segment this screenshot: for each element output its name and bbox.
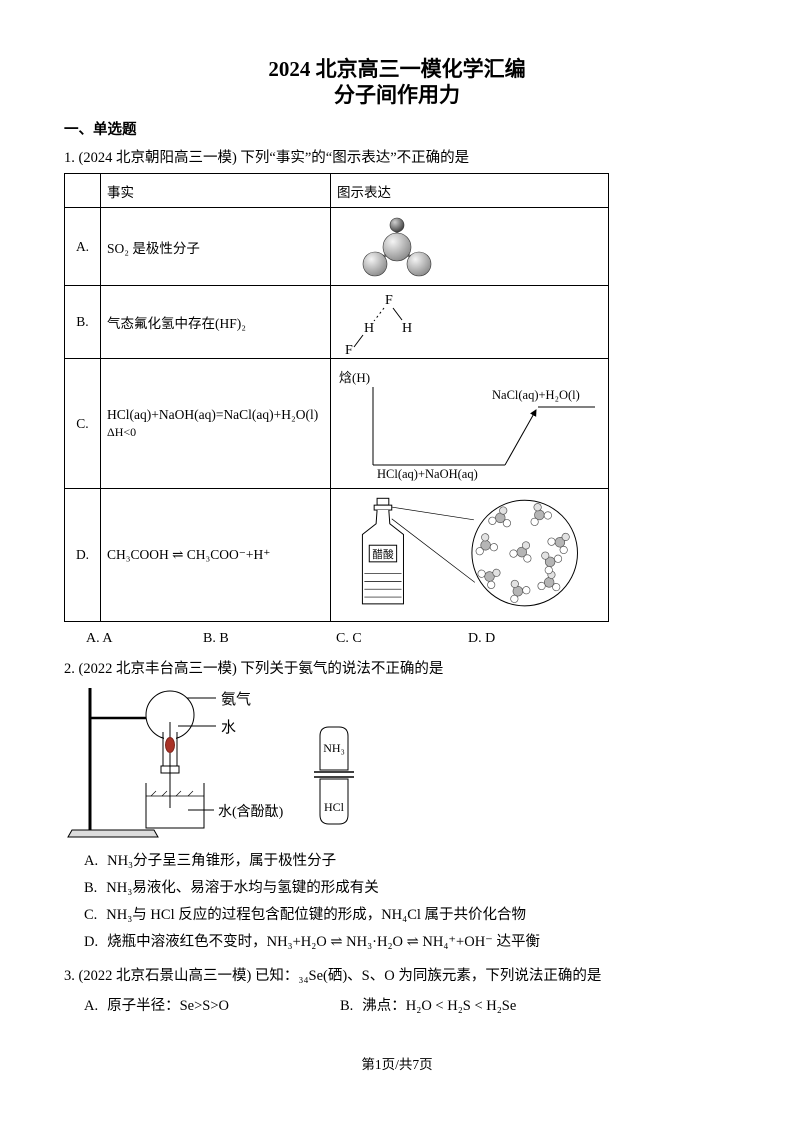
q1-row-d-fact: CH₃COOH ⇌ CH₃COO⁻+H⁺ xyxy=(100,488,331,622)
q3-option-a-label: A. xyxy=(84,998,99,1014)
section-heading: 一、单选题 xyxy=(64,122,137,138)
q2-option-a: A. NH₃分子呈三角锥形，属于极性分子 xyxy=(84,852,730,871)
q2-option-c: C. NH₃与 HCl 反应的过程包含配位键的形成，NH₄Cl 属于共价化合物 xyxy=(84,906,730,925)
doc-title-line1: 2024 北京高三一模化学汇编 xyxy=(268,57,526,81)
hf-f-top-label: F xyxy=(385,293,393,308)
bottle-stopper xyxy=(376,497,390,506)
hf-f-bottom-label: F xyxy=(345,343,353,356)
stand-base xyxy=(67,829,159,838)
q1-row-d-diagram-cell: 醋酸 xyxy=(330,488,609,622)
q1-header-diagram: 图示表达 xyxy=(330,173,609,208)
atom-right xyxy=(406,251,432,276)
q3-option-a-text: 原子半径：Se>S>O xyxy=(107,998,229,1014)
atom-top xyxy=(389,217,405,232)
q3-option-b-text: 沸点：H₂O < H₂S < H₂Se xyxy=(362,998,517,1014)
fountain-apparatus-diagram: 氨气 水 水(含酚酞) xyxy=(67,688,284,838)
magnifier-link-bottom xyxy=(391,518,476,583)
q2-option-c-text: NH₃与 HCl 反应的过程包含配位键的形成，NH₄Cl 属于共价化合物 xyxy=(106,907,527,923)
q1-row-b-label: B. xyxy=(64,285,101,359)
q1-header-fact: 事实 xyxy=(100,173,331,208)
enthalpy-axis-label: 焓(H) xyxy=(339,370,370,385)
bottle-neck-ring xyxy=(373,504,393,511)
beaker-label: 水(含酚酞) xyxy=(218,804,284,820)
q1-row-d: D. CH₃COOH ⇌ CH₃COO⁻+H⁺ xyxy=(64,488,609,622)
hf-bond-line-right xyxy=(392,307,403,321)
q1-row-a-diagram-cell xyxy=(330,207,609,286)
enthalpy-upper-label: NaCl(aq)+H₂O(l) xyxy=(492,388,580,402)
q3-option-a: A. 原子半径：Se>S>O xyxy=(84,994,340,1015)
tube-bottom-label: HCl xyxy=(324,800,345,814)
q2-option-d-label: D. xyxy=(84,934,99,950)
q1-choice-a: A. A xyxy=(86,631,113,646)
atom-center xyxy=(382,232,412,261)
q1-choice-c: C. C xyxy=(336,631,362,646)
q1-row-c-fact-line2: ΔH<0 xyxy=(107,425,137,439)
q1-row-c-label: C. xyxy=(64,358,101,489)
q2-option-a-text: NH₃分子呈三角锥形，属于极性分子 xyxy=(107,853,337,869)
page-footer: 第1页/共7页 xyxy=(361,1057,433,1072)
hf-h-right-label: H xyxy=(402,321,412,336)
q1-row-b-fact: 气态氟化氢中存在(HF)₂ xyxy=(100,285,331,359)
so2-molecule-diagram xyxy=(362,217,432,276)
q3-stem: 3. (2022 北京石景山高三一模) 已知：₃₄Se(硒)、S、O 为同族元素… xyxy=(64,968,602,984)
q2-stem: 2. (2022 北京丰台高三一模) 下列关于氨气的说法不正确的是 xyxy=(64,661,444,677)
water-label: 水 xyxy=(221,719,236,736)
beaker xyxy=(145,783,205,829)
q1-row-d-label: D. xyxy=(64,488,101,622)
tube-top xyxy=(319,726,349,771)
hf-bond-line-left xyxy=(353,334,364,348)
q2-figure: 氨气 水 水(含酚酞) NH₃ HCl xyxy=(64,682,730,844)
q2-option-b-text: NH₃易液化、易溶于水均与氢键的形成有关 xyxy=(106,880,379,896)
hf-h-left-label: H xyxy=(364,321,374,336)
q3-option-b-label: B. xyxy=(340,998,354,1014)
hydrogen-bond-line xyxy=(373,307,385,322)
q1-row-c-fact-cell: HCl(aq)+NaOH(aq)=NaCl(aq)+H₂O(l) ΔH<0 xyxy=(100,358,331,489)
atom-left xyxy=(362,251,388,276)
bottle-label-text: 醋酸 xyxy=(372,548,394,561)
tube-top-label: NH₃ xyxy=(323,741,345,755)
q3-option-b: B. 沸点：H₂O < H₂S < H₂Se xyxy=(340,994,516,1015)
q1-row-c: C. HCl(aq)+NaOH(aq)=NaCl(aq)+H₂O(l) ΔH<0… xyxy=(64,358,609,489)
q1-header-empty xyxy=(64,173,101,208)
q1-choice-d: D. D xyxy=(468,631,496,646)
magnifier-link-top xyxy=(391,506,474,521)
q1-table: 事实 图示表达 A. SO₂ 是极性分子 xyxy=(64,173,609,622)
q2-option-b-label: B. xyxy=(84,880,98,896)
hf-dimer-diagram: F H H F xyxy=(345,293,412,356)
q2-option-b: B. NH₃易液化、易溶于水均与氢键的形成有关 xyxy=(84,879,730,898)
tube-bottom xyxy=(319,778,349,825)
q1-row-c-diagram-cell: 焓(H) HCl(aq)+NaOH(aq) NaCl(aq)+H₂O(l) xyxy=(330,358,609,489)
q2-option-a-label: A. xyxy=(84,853,99,869)
q1-row-c-fact: HCl(aq)+NaOH(aq)=NaCl(aq)+H₂O(l) xyxy=(107,407,319,422)
enthalpy-lower-label: HCl(aq)+NaOH(aq) xyxy=(377,467,478,481)
q1-choice-b: B. B xyxy=(203,631,229,646)
q1-row-a-label: A. xyxy=(64,207,101,286)
q1-row-b-diagram-cell: F H H F xyxy=(330,285,609,359)
doc-title-line2: 分子间作用力 xyxy=(334,83,460,107)
gas-label: 氨气 xyxy=(221,691,251,708)
q1-row-a: A. SO₂ 是极性分子 xyxy=(64,207,609,286)
q1-header-row: 事实 图示表达 xyxy=(64,173,609,208)
acetic-acid-bottle-diagram: 醋酸 xyxy=(361,497,578,607)
q2-option-c-label: C. xyxy=(84,907,98,923)
q2-option-d: D. 烧瓶中溶液红色不变时，NH₃+H₂O ⇌ NH₃·H₂O ⇌ NH₄⁺+OH… xyxy=(84,933,730,952)
bottle-label-box xyxy=(368,544,398,563)
q1-row-b: B. 气态氟化氢中存在(HF)₂ F H H F xyxy=(64,285,609,359)
q2-option-d-text: 烧瓶中溶液红色不变时，NH₃+H₂O ⇌ NH₃·H₂O ⇌ NH₄⁺+OH⁻ … xyxy=(107,934,540,950)
q1-stem: 1. (2024 北京朝阳高三一模) 下列“事实”的“图示表达”不正确的是 xyxy=(64,150,470,166)
nh3-hcl-tubes-diagram: NH₃ HCl xyxy=(314,726,354,825)
enthalpy-diagram: 焓(H) HCl(aq)+NaOH(aq) NaCl(aq)+H₂O(l) xyxy=(339,370,595,481)
q1-row-a-fact: SO₂ 是极性分子 xyxy=(100,207,331,286)
q3-options: A. 原子半径：Se>S>O B. 沸点：H₂O < H₂S < H₂Se xyxy=(84,994,730,1015)
q1-answer-choices: A. A B. B C. C D. D xyxy=(64,631,730,647)
enthalpy-arrow xyxy=(504,408,537,465)
dropper-bulb xyxy=(165,737,175,753)
